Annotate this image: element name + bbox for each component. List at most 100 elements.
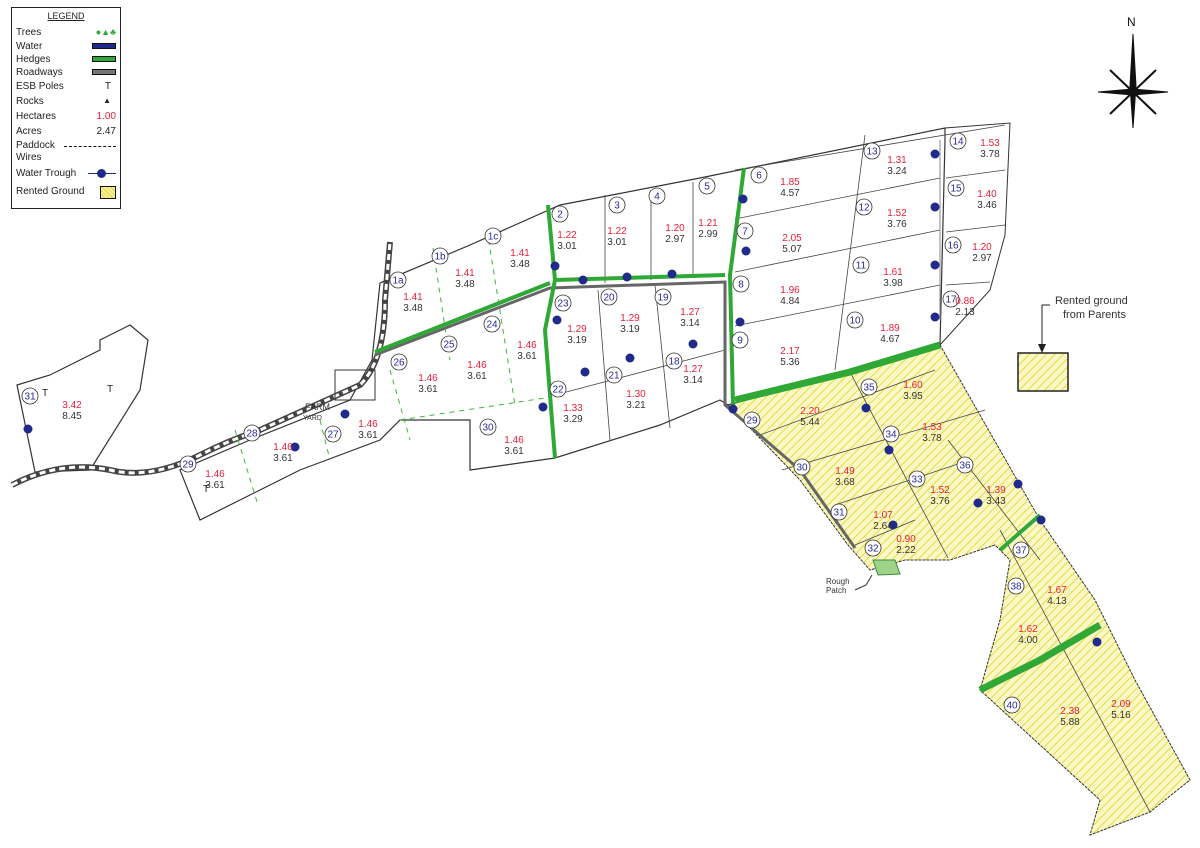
paddock-acres: 4.00 xyxy=(1018,635,1038,646)
paddock-number-badge[interactable] xyxy=(793,458,811,476)
paddock-number-badge[interactable] xyxy=(743,411,761,429)
water-trough-icon xyxy=(1013,479,1023,489)
paddock-number-badge[interactable] xyxy=(830,503,848,521)
legend-rocks: Rocks▲ xyxy=(16,96,116,109)
rented-note-arrow xyxy=(1041,304,1050,353)
paddock-acres: 3.61 xyxy=(205,480,225,491)
paddock-hectares: 1.49 xyxy=(835,466,855,477)
paddock-number: 1c xyxy=(488,232,499,243)
arrow-head-icon xyxy=(1038,344,1046,353)
paddock-hectares: 1.33 xyxy=(563,403,583,414)
paddock-number-badge[interactable] xyxy=(736,222,754,240)
paddock-number-badge[interactable] xyxy=(860,378,878,396)
paddock-number-badge[interactable] xyxy=(551,205,569,223)
paddock-number-badge[interactable] xyxy=(1003,696,1021,714)
paddock-number-badge[interactable] xyxy=(731,331,749,349)
paddock-number-badge[interactable] xyxy=(549,380,567,398)
paddock-number-badge[interactable] xyxy=(324,425,342,443)
paddock-number-badge[interactable] xyxy=(855,198,873,216)
paddock-number-badge[interactable] xyxy=(179,455,197,473)
paddock-number-badge[interactable] xyxy=(908,470,926,488)
legend-label: Acres xyxy=(16,126,42,137)
paddock-number-badge[interactable] xyxy=(698,177,716,195)
paddock-number-badge[interactable] xyxy=(852,256,870,274)
paddock-number-badge[interactable] xyxy=(882,425,900,443)
legend-roadways: Roadways xyxy=(16,67,116,80)
esb-pole-icon: Τ xyxy=(104,81,111,92)
paddock-number-badge[interactable] xyxy=(605,366,623,384)
paddock-hectares: 1.21 xyxy=(698,218,718,229)
paddock-number: 1b xyxy=(434,252,446,263)
paddock-acres: 2.13 xyxy=(955,307,975,318)
paddock-number: 5 xyxy=(704,182,710,193)
paddock-number-badge[interactable] xyxy=(947,179,965,197)
paddock-acres: 5.36 xyxy=(780,357,800,368)
paddock-number: 27 xyxy=(327,430,339,441)
paddock-number: 24 xyxy=(486,320,498,331)
public-road xyxy=(10,241,393,488)
paddock-hectares: 1.27 xyxy=(683,364,703,375)
paddock-hectares: 1.46 xyxy=(467,360,487,371)
paddock-acres: 4.57 xyxy=(780,188,800,199)
paddock-number-badge[interactable] xyxy=(21,387,39,405)
water-trough-icon xyxy=(861,403,871,413)
water-trough-icon xyxy=(741,246,751,256)
paddock-number: 18 xyxy=(668,357,680,368)
paddock-acres: 3.98 xyxy=(883,278,903,289)
paddock-number-badge[interactable] xyxy=(665,352,683,370)
paddock-number-badge[interactable] xyxy=(863,142,881,160)
paddock-number-badge[interactable] xyxy=(750,166,768,184)
paddock-number-badge[interactable] xyxy=(654,288,672,306)
paddock-number-badge[interactable] xyxy=(483,315,501,333)
paddock-number-badge[interactable] xyxy=(949,132,967,150)
map-legend: LEGEND Trees●▲♣ Water Hedges Roadways ES… xyxy=(11,7,121,209)
paddock-hectares: 3.42 xyxy=(62,400,82,411)
paddock-hectares: 1.27 xyxy=(680,307,700,318)
paddock-number: 14 xyxy=(952,137,964,148)
paddock-number-badge[interactable] xyxy=(956,456,974,474)
paddock-hectares: 1.31 xyxy=(887,155,907,166)
farm-yard-label: FARM xyxy=(305,402,330,412)
paddock-number-badge[interactable] xyxy=(554,294,572,312)
paddock-number: 38 xyxy=(1010,582,1022,593)
paddock-hectares: 1.96 xyxy=(780,285,800,296)
paddock-number: 12 xyxy=(858,203,870,214)
paddock-number-badge[interactable] xyxy=(942,290,960,308)
paddock-number-badge[interactable] xyxy=(1012,541,1030,559)
paddock-number-badge[interactable] xyxy=(732,275,750,293)
public-road-centre xyxy=(11,241,392,487)
paddock-hectares: 1.40 xyxy=(977,189,997,200)
paddock-number-badge[interactable] xyxy=(389,271,407,289)
paddock-acres: 3.14 xyxy=(680,318,700,329)
paddock-acres: 3.19 xyxy=(620,324,640,335)
paddock-acres: 5.07 xyxy=(782,244,802,255)
paddock-number-badge[interactable] xyxy=(484,227,502,245)
paddock-number-badge[interactable] xyxy=(431,247,449,265)
paddock-number-badge[interactable] xyxy=(479,418,497,436)
paddock-hectares: 1.52 xyxy=(930,485,950,496)
paddock-acres: 2.97 xyxy=(665,234,685,245)
paddock-acres: 2.22 xyxy=(896,545,916,556)
paddock-number: 35 xyxy=(863,383,875,394)
paddock-number: 19 xyxy=(657,293,669,304)
paddock-number-badge[interactable] xyxy=(944,236,962,254)
paddock-number-badge[interactable] xyxy=(864,539,882,557)
water-trough-icon xyxy=(290,442,300,452)
paddock-number-badge[interactable] xyxy=(846,311,864,329)
paddock-number: 30 xyxy=(796,463,808,474)
paddock-number-badge[interactable] xyxy=(600,288,618,306)
paddock-acres: 3.78 xyxy=(980,149,1000,160)
paddock-number-badge[interactable] xyxy=(1007,577,1025,595)
paddock-number-badge[interactable] xyxy=(390,353,408,371)
paddock-number: 32 xyxy=(867,544,879,555)
water-trough-icon xyxy=(888,520,898,530)
water-trough-icon xyxy=(930,312,940,322)
paddock-number: 29 xyxy=(182,460,194,471)
paddock-number-badge[interactable] xyxy=(608,196,626,214)
paddock-acres: 3.29 xyxy=(563,414,583,425)
paddock-number-badge[interactable] xyxy=(243,424,261,442)
paddock-number-badge[interactable] xyxy=(648,187,666,205)
paddock-number-badge[interactable] xyxy=(440,335,458,353)
